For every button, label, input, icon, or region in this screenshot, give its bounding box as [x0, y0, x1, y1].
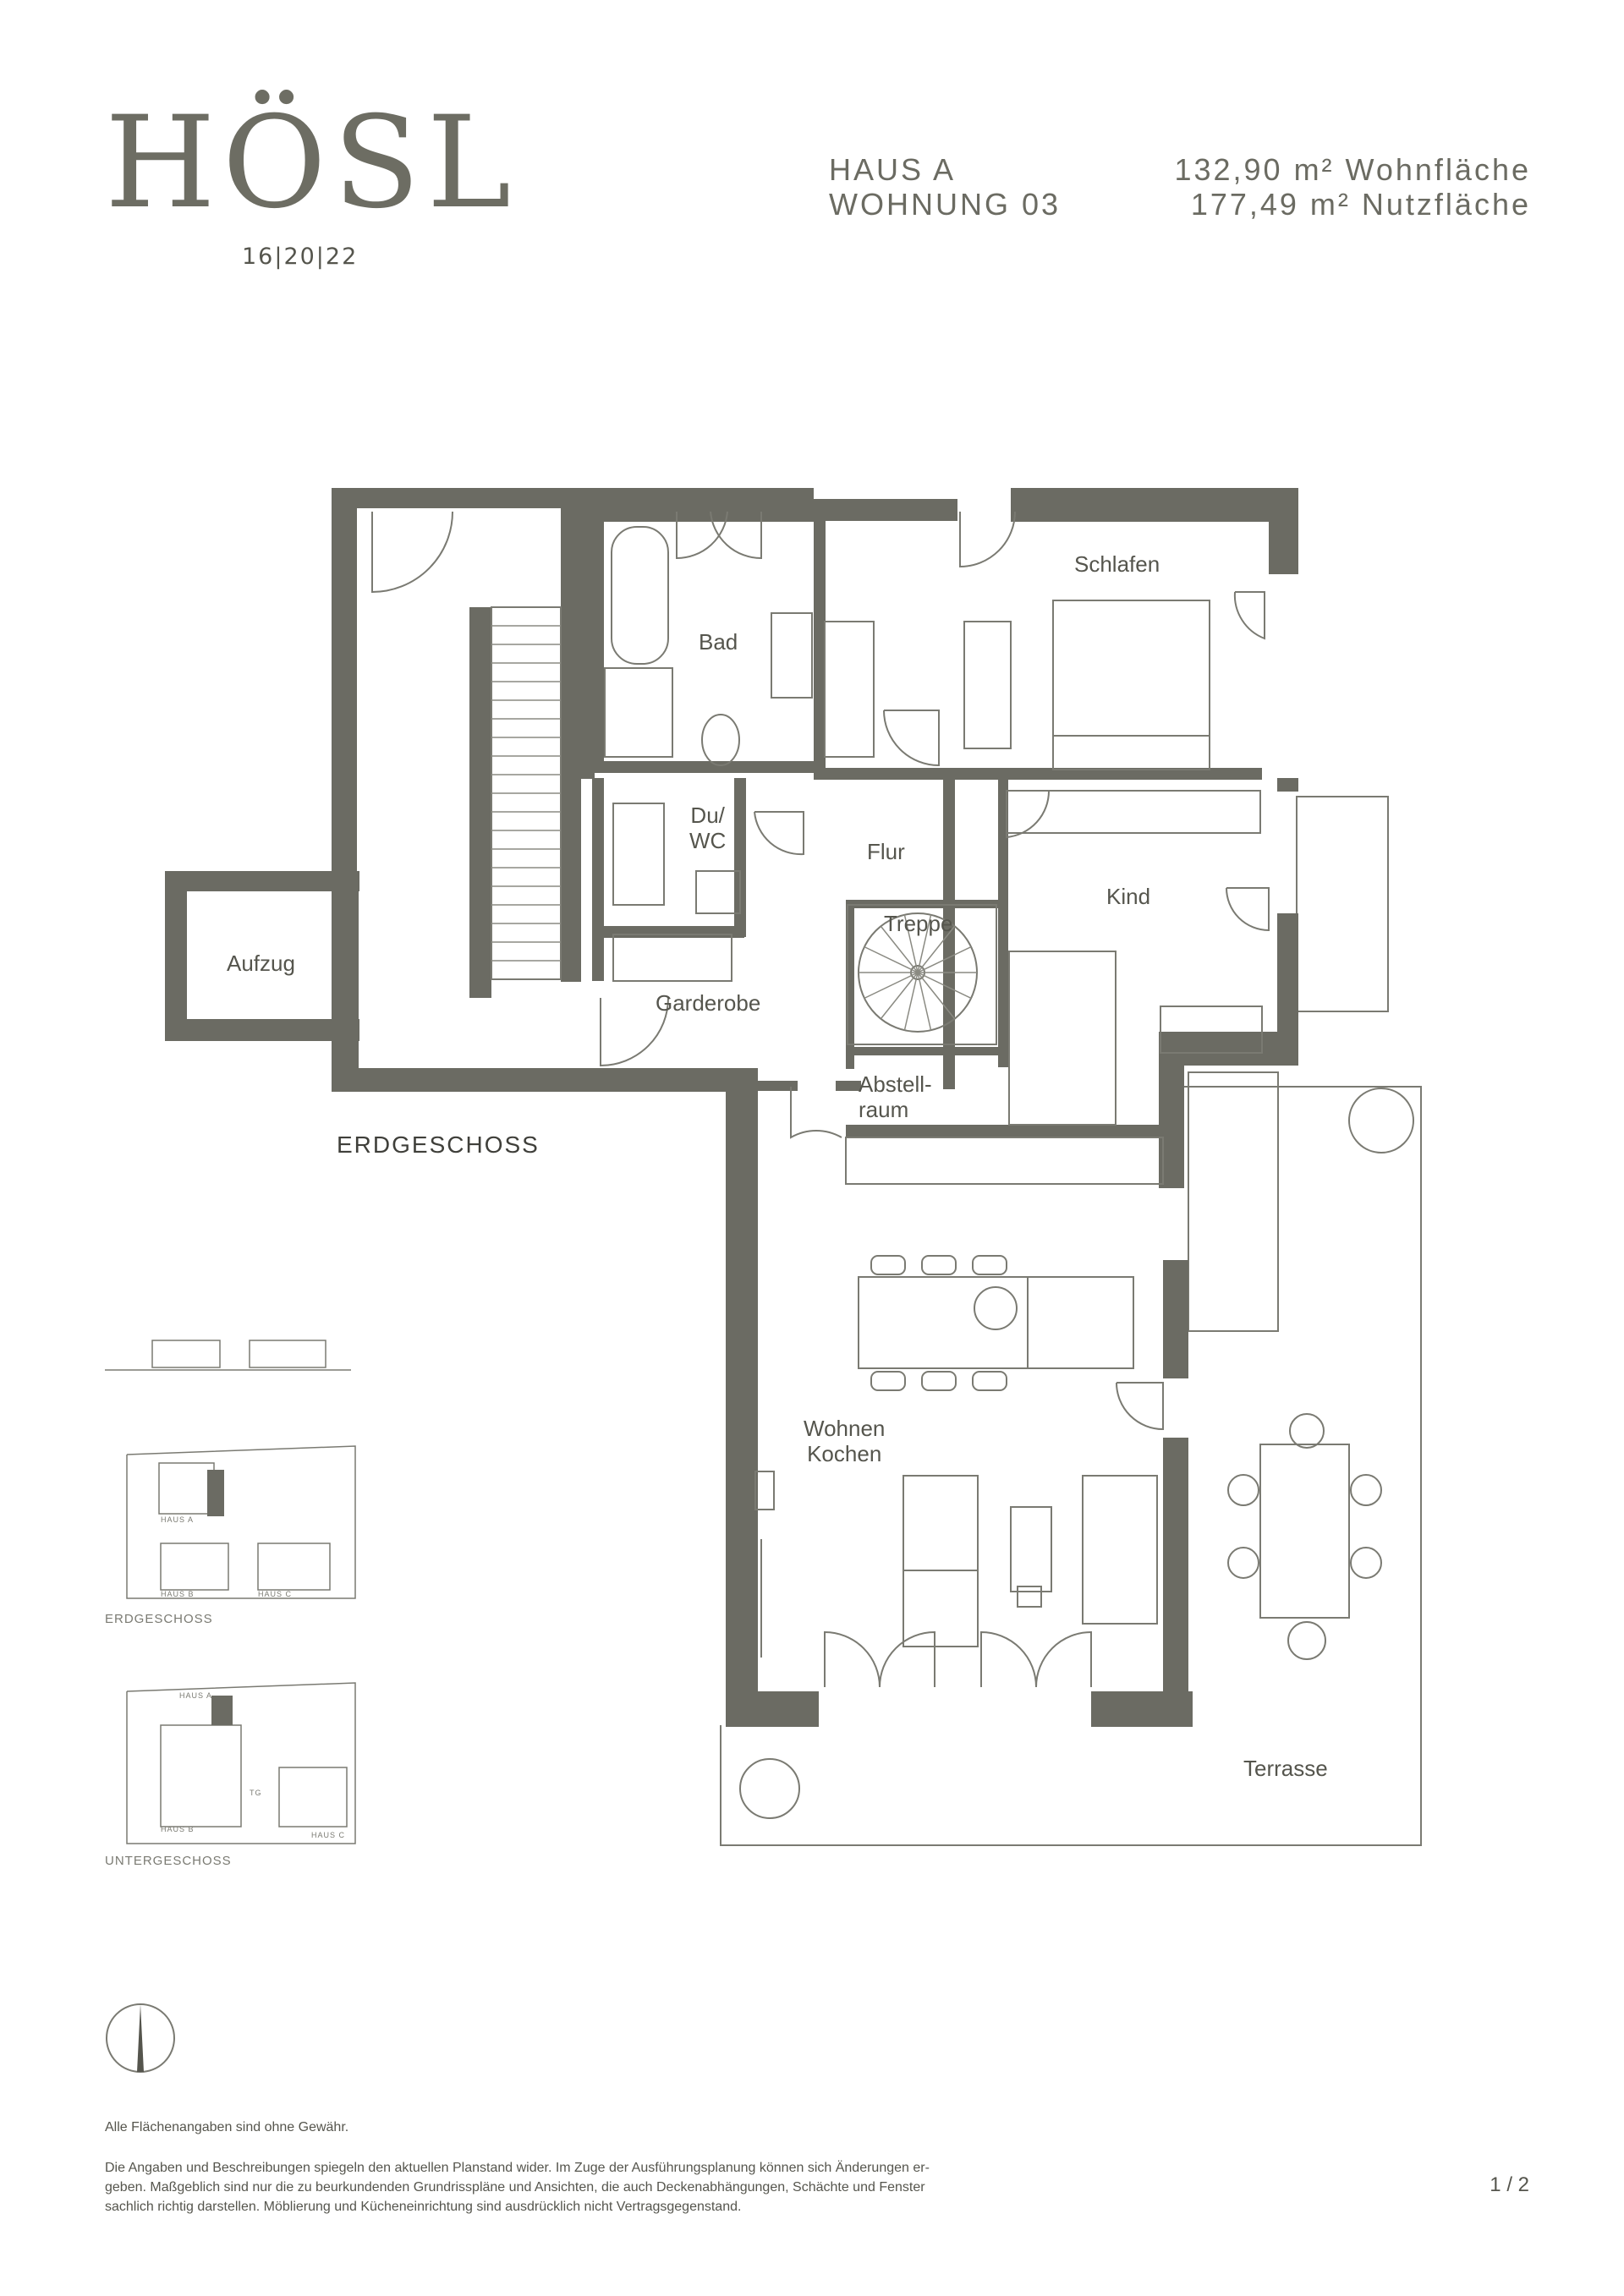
brand-logo: HÖSL — [105, 90, 518, 237]
spiral-tread — [864, 972, 919, 1000]
balcony-kind — [1296, 796, 1389, 1012]
north-arrow-icon — [106, 2003, 175, 2073]
spiral-tread — [917, 972, 972, 1000]
site-map-ground-label-a: HAUS A — [161, 1515, 195, 1524]
disclaimer-note: Alle Flächenangaben sind ohne Gewähr. — [105, 2120, 349, 2134]
living-area: 132,90 m² Wohnfläche — [1174, 152, 1531, 187]
room-abstellraum: Abstell- raum — [859, 1071, 932, 1122]
door-swings — [371, 511, 1270, 1688]
room-bad: Bad — [699, 629, 738, 655]
room-treppe: Treppe — [884, 911, 953, 936]
site-map-ground-label-b: HAUS B — [161, 1590, 195, 1598]
room-terrasse: Terrasse — [1243, 1756, 1328, 1781]
legal-note-line-2: geben. Maßgeblich sind nur die zu beurku… — [105, 2180, 925, 2195]
page-number: 1 / 2 — [1490, 2173, 1529, 2196]
spiral-tread — [864, 945, 919, 973]
site-map-basement-label-tg: TG — [250, 1789, 262, 1797]
unit-label: WOHNUNG 03 — [829, 187, 1062, 222]
site-map-ground-label-c: HAUS C — [258, 1590, 293, 1598]
balcony-living — [1188, 1071, 1279, 1332]
area-info: 132,90 m² Wohnfläche 177,49 m² Nutzfläch… — [1174, 152, 1531, 222]
site-map-basement-caption: UNTERGESCHOSS — [105, 1854, 232, 1868]
walls — [165, 488, 1298, 1727]
room-flur: Flur — [867, 839, 905, 864]
site-map-basement — [126, 1682, 356, 1844]
unit-info: HAUS A WOHNUNG 03 — [829, 152, 1061, 222]
legal-note-line-3: sachlich richtig darstellen. Möblierung … — [105, 2200, 742, 2215]
usable-area: 177,49 m² Nutzfläche — [1190, 187, 1531, 222]
spiral-tread — [880, 972, 919, 1020]
site-map-ground — [105, 1340, 356, 1599]
spiral-tread — [880, 925, 919, 973]
site-map-ground-caption: ERDGESCHOSS — [105, 1612, 213, 1626]
room-garderobe: Garderobe — [656, 990, 761, 1016]
terrace-outline — [720, 1086, 1422, 1846]
floor-label: ERDGESCHOSS — [337, 1132, 540, 1158]
spiral-tread — [903, 972, 919, 1031]
legal-note: Die Angaben und Beschreibungen spiegeln … — [105, 2158, 1204, 2217]
site-map-basement-label-b: HAUS B — [161, 1825, 195, 1833]
spiral-tread — [917, 925, 956, 973]
brand-years: 16|20|22 — [242, 244, 359, 270]
room-aufzug: Aufzug — [227, 951, 295, 976]
spiral-tread — [917, 945, 972, 973]
site-map-basement-label-c: HAUS C — [311, 1831, 346, 1839]
spiral-tread — [903, 914, 919, 973]
room-schlafen: Schlafen — [1074, 551, 1160, 577]
house-label: HAUS A — [829, 152, 957, 187]
site-map-basement-label-a: HAUS A — [179, 1691, 213, 1700]
spiral-tread — [917, 972, 956, 1020]
room-du-wc: Du/ WC — [689, 803, 727, 853]
site-map-ground-unit — [207, 1470, 224, 1516]
spiral-tread — [917, 914, 932, 973]
spiral-tread — [917, 972, 932, 1031]
site-map-basement-unit — [211, 1696, 233, 1725]
room-kind: Kind — [1106, 884, 1151, 909]
legal-note-line-1: Die Angaben und Beschreibungen spiegeln … — [105, 2161, 930, 2175]
furniture — [604, 526, 1414, 1819]
room-wohnen-kochen: Wohnen Kochen — [804, 1416, 886, 1466]
